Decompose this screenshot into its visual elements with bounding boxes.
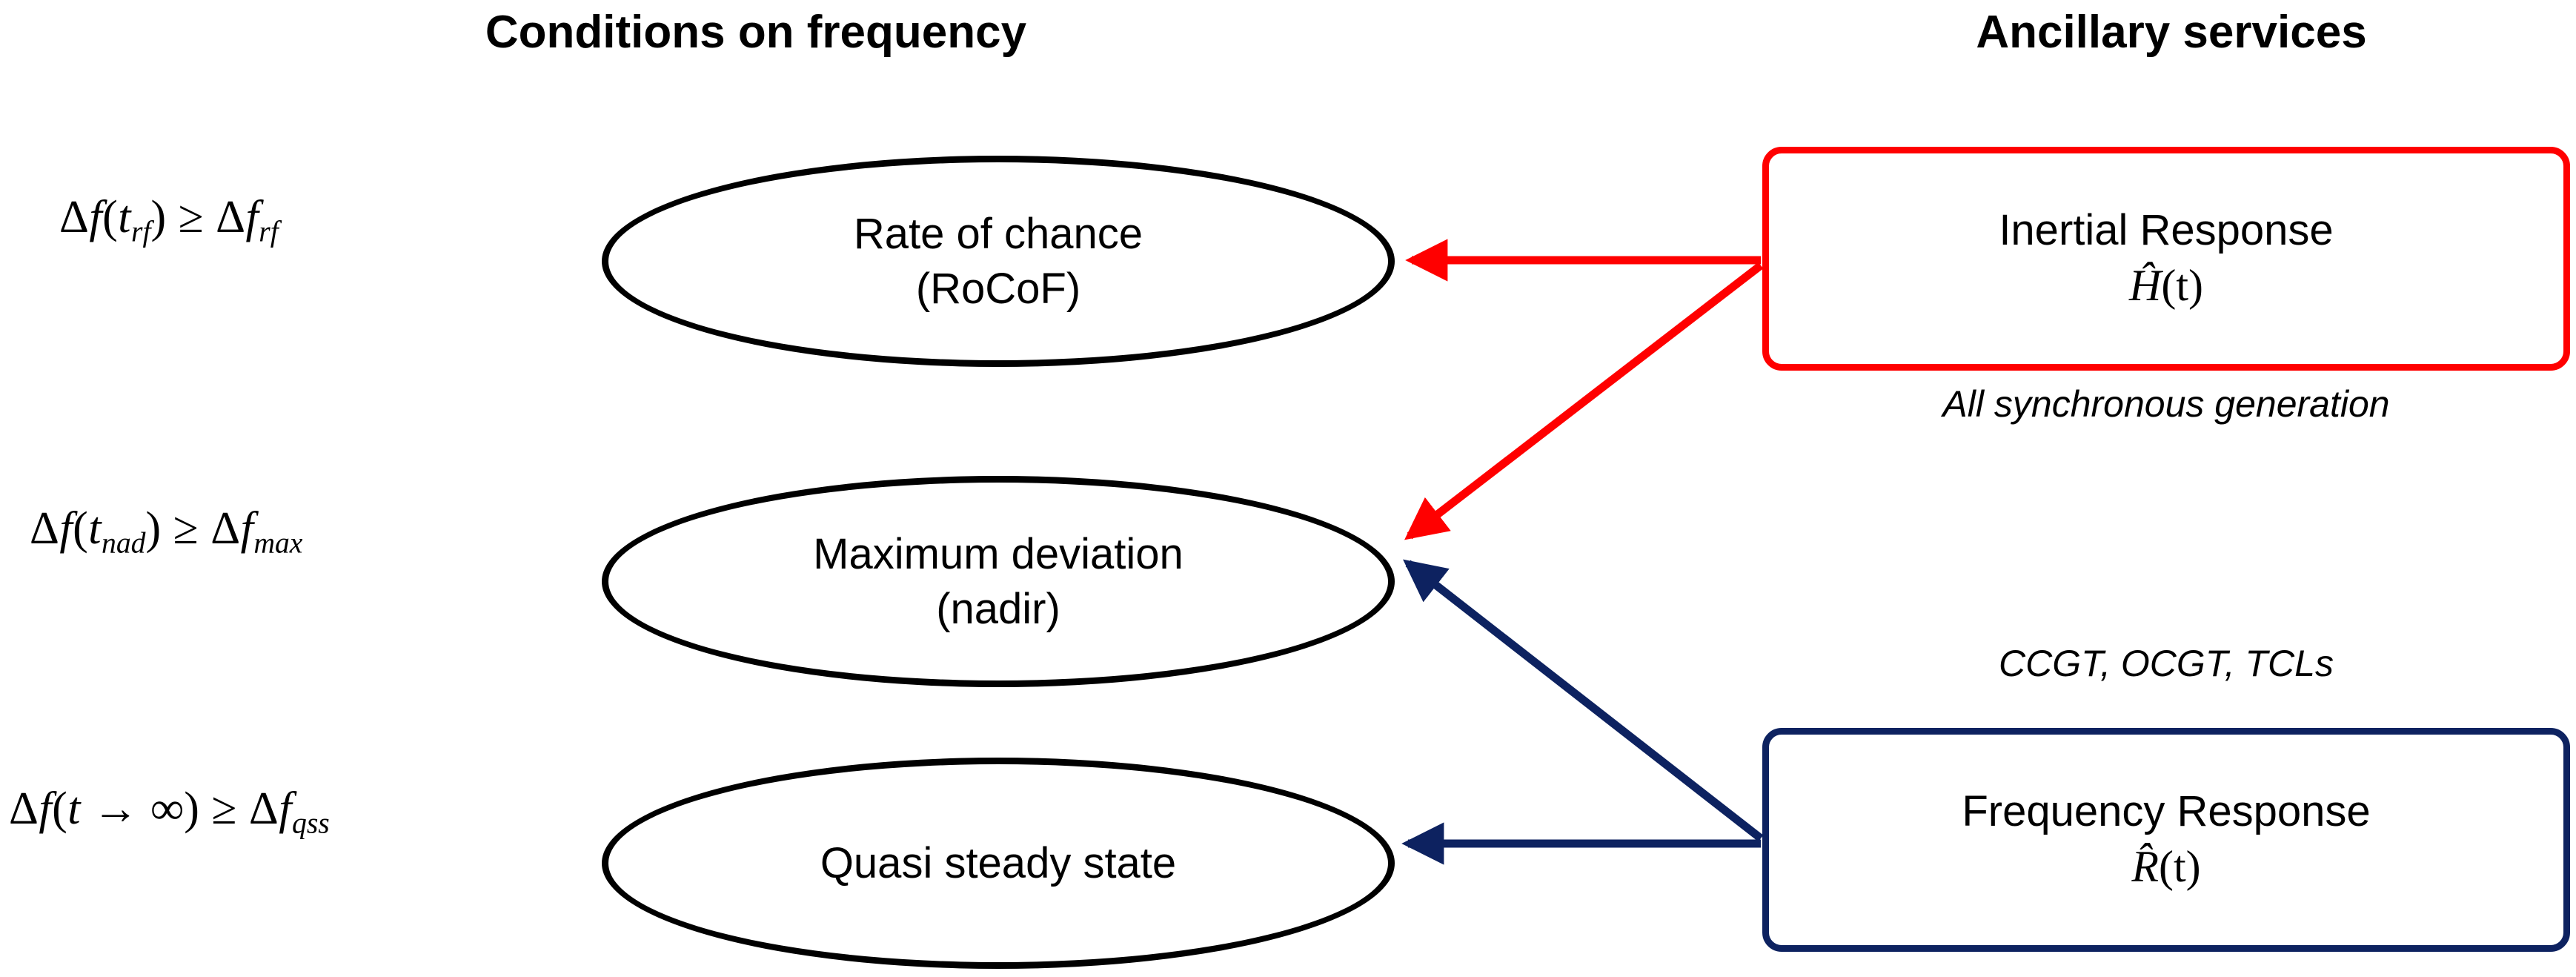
node-maximum-deviation[interactable]: Maximum deviation (nadir) (602, 476, 1395, 687)
node-quasi-steady-state[interactable]: Quasi steady state (602, 758, 1395, 969)
paren-close: ) (150, 192, 167, 242)
condition-expression-nadir: Δf(tnad) ≥ Δfmax (30, 503, 302, 560)
subscript-rhs-rf: rf (259, 215, 279, 248)
relation-geq: ≥ (178, 192, 205, 242)
paren-open: ( (52, 784, 68, 834)
subscript-nad: nad (102, 526, 146, 560)
column-title-ancillary: Ancillary services (1976, 7, 2367, 58)
node-rate-of-change[interactable]: Rate of chance (RoCoF) (602, 156, 1395, 367)
delta-symbol: Δ (59, 192, 90, 242)
condition-expression-qss: Δf(t → ∞) ≥ Δfqss (9, 783, 330, 841)
column-title-conditions: Conditions on frequency (485, 7, 1027, 58)
caption-ccgt-ocgt-tcls: CCGT, OCGT, TCLs (1999, 643, 2334, 684)
delta-symbol: Δ (30, 503, 60, 554)
delta-symbol-rhs: Δ (210, 503, 241, 554)
f-symbol-rhs: f (240, 503, 254, 554)
node-frequency-response[interactable]: Frequency Response R̂(t) (1762, 728, 2570, 952)
f-symbol: f (89, 192, 103, 242)
paren-close: ) (145, 503, 162, 554)
delta-symbol-rhs: Δ (216, 192, 246, 242)
delta-symbol: Δ (9, 784, 39, 834)
subscript-rf: rf (131, 215, 151, 248)
caption-all-synchronous-generation: All synchronous generation (1942, 383, 2390, 425)
paren-close: ) (184, 784, 200, 834)
t-symbol: t (88, 503, 102, 554)
limit-argument: t → ∞ (67, 784, 185, 834)
f-symbol-rhs: f (245, 192, 259, 242)
relation-geq: ≥ (211, 784, 237, 834)
service-title: Inertial Response (1999, 206, 2334, 255)
t-symbol: t (118, 192, 131, 242)
node-label-line1: Maximum deviation (813, 530, 1184, 579)
arrow-inertial-to-nadir (1404, 262, 1764, 540)
node-label-line1: Quasi steady state (820, 838, 1177, 887)
paren-open: ( (102, 192, 119, 242)
relation-geq: ≥ (173, 503, 199, 554)
arrow-frequency-to-nadir (1403, 559, 1764, 842)
node-label-line1: Rate of chance (853, 210, 1143, 259)
f-symbol: f (39, 784, 53, 834)
f-symbol: f (59, 503, 73, 554)
service-symbol-r-hat: R̂(t) (2131, 841, 2201, 891)
subscript-rhs-max: max (253, 526, 303, 560)
subscript-rhs-qss: qss (292, 807, 330, 840)
node-label-line2: (RoCoF) (915, 264, 1081, 313)
delta-symbol-rhs: Δ (248, 784, 279, 834)
service-title: Frequency Response (1962, 787, 2371, 836)
node-label-line2: (nadir) (936, 584, 1060, 633)
paren-open: ( (73, 503, 89, 554)
node-inertial-response[interactable]: Inertial Response Ĥ(t) (1762, 147, 2570, 371)
condition-expression-rocof: Δf(trf) ≥ Δfrf (59, 191, 279, 249)
f-symbol-rhs: f (279, 784, 292, 834)
service-symbol-h-hat: Ĥ(t) (2129, 260, 2203, 310)
